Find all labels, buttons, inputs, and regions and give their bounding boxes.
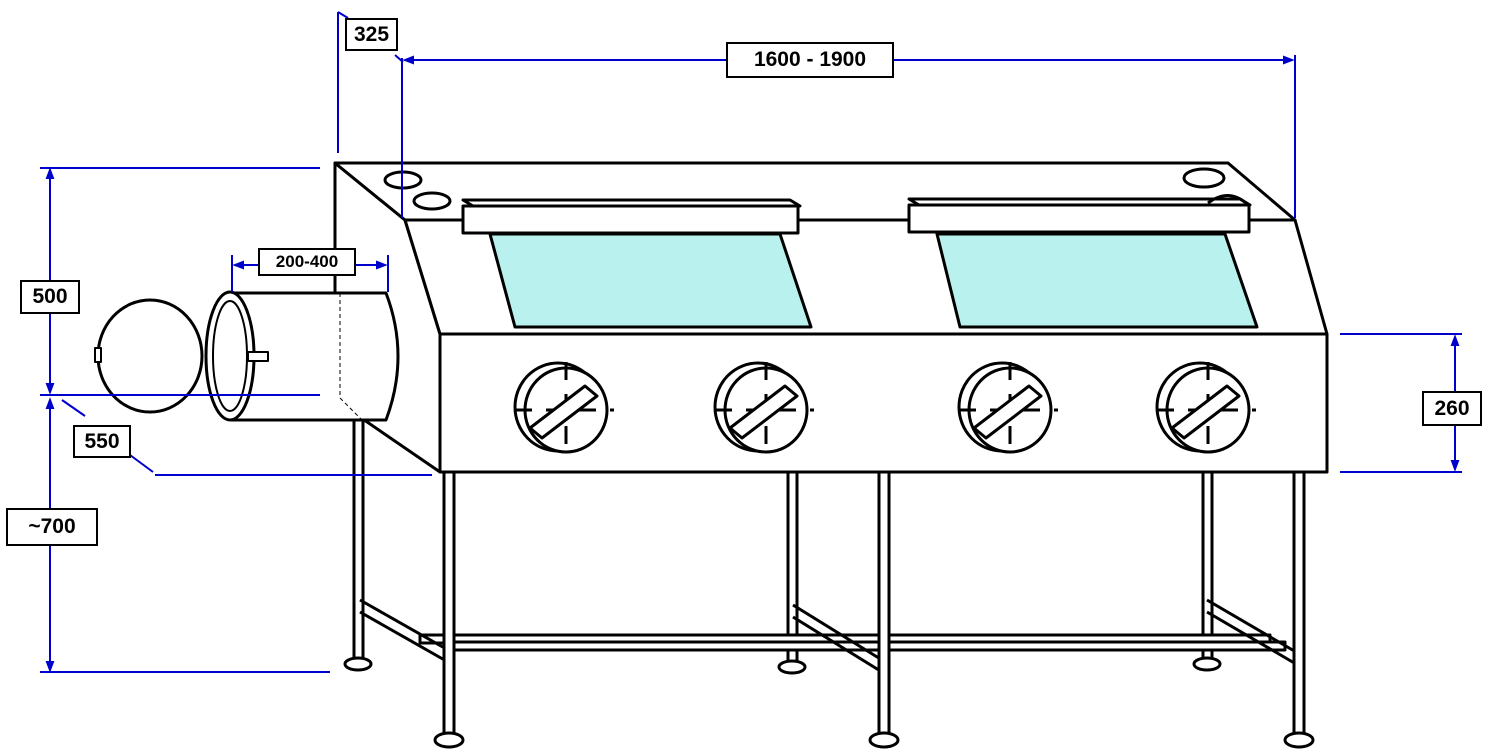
- leg-back-left: [352, 418, 365, 667]
- window-left: [488, 232, 813, 329]
- antechamber: [204, 290, 400, 422]
- top-port-4: [1207, 194, 1247, 205]
- glove-port-3: [957, 361, 1058, 456]
- dimension-label-total-length: 1600 - 1900: [726, 42, 894, 78]
- dimension-label-chamber-length: 200-400: [258, 248, 356, 276]
- dimension-label-500: 500: [20, 280, 80, 314]
- antechamber-door: [94, 298, 204, 414]
- dimension-label-550: 550: [73, 425, 131, 458]
- glove-port-1: [513, 361, 614, 456]
- glove-port-2: [713, 361, 814, 456]
- light-bar-right: [907, 197, 1252, 234]
- dimension-label-260: 260: [1422, 391, 1482, 426]
- leg-front-left: [442, 470, 456, 736]
- dimension-label-325: 325: [345, 18, 398, 51]
- leg-front-mid: [877, 468, 891, 736]
- window-right: [935, 232, 1259, 329]
- light-bar-left: [461, 198, 802, 235]
- dimension-label-700: ~700: [6, 508, 98, 546]
- top-port-2: [412, 191, 452, 211]
- stand: [343, 418, 1315, 749]
- glove-port-4: [1155, 361, 1256, 456]
- leg-front-right: [1292, 470, 1306, 736]
- top-port-3: [1182, 167, 1226, 189]
